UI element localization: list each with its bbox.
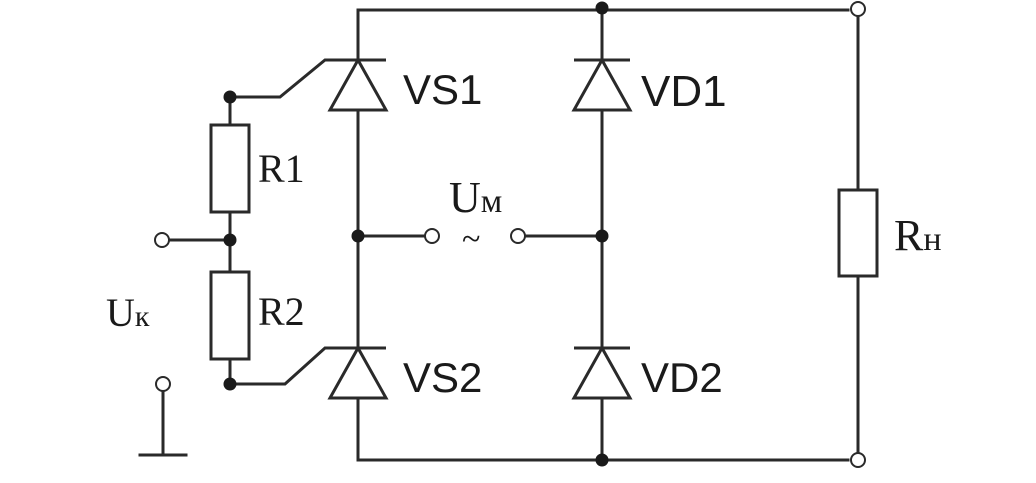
ac-tilde-symbol: ~ — [462, 221, 480, 258]
ac-voltage-sub: м — [481, 183, 503, 220]
ac-terminal-right — [510, 228, 526, 244]
label-vs2: VS2 — [403, 354, 482, 401]
terminals — [154, 1, 866, 468]
resistor-r1 — [209, 123, 251, 214]
thyristor-vs1 — [327, 56, 389, 112]
output-terminal-top — [850, 1, 866, 17]
junction-dot — [223, 377, 237, 391]
label-control-voltage: Uк — [106, 290, 150, 335]
vd1-triangle — [571, 56, 633, 112]
load-resistor-main: R — [894, 211, 924, 260]
ac-voltage-main: U — [449, 173, 481, 222]
junction-dot — [595, 453, 609, 467]
control-terminal — [154, 232, 170, 248]
wiring — [138, 8, 860, 462]
vs2-triangle — [327, 344, 389, 400]
control-voltage-sub: к — [135, 300, 150, 333]
label-vs1: VS1 — [403, 66, 482, 113]
ground-terminal — [155, 376, 171, 392]
label-r1: R1 — [258, 146, 305, 191]
output-terminal-bottom — [850, 452, 866, 468]
control-voltage-main: U — [106, 290, 135, 335]
junction-dot — [223, 90, 237, 104]
vd2-triangle — [571, 344, 633, 400]
diode-vd2 — [571, 344, 633, 400]
label-vd2: VD2 — [641, 354, 723, 401]
ac-terminal-left — [424, 228, 440, 244]
vs1-triangle — [327, 56, 389, 112]
label-vd1: VD1 — [641, 67, 727, 116]
label-load-resistor: Rн — [894, 211, 942, 260]
load-resistor-sub: н — [923, 221, 941, 258]
resistor-load — [837, 188, 879, 278]
junction-dot — [351, 229, 365, 243]
junctions — [223, 1, 609, 467]
thyristor-vs2 — [327, 344, 389, 400]
label-r2: R2 — [258, 289, 305, 334]
junction-dot — [595, 1, 609, 15]
label-ac-voltage: Uм — [449, 173, 502, 222]
junction-dot — [223, 233, 237, 247]
junction-dot — [595, 229, 609, 243]
diode-vd1 — [571, 56, 633, 112]
resistor-r2 — [209, 270, 251, 361]
